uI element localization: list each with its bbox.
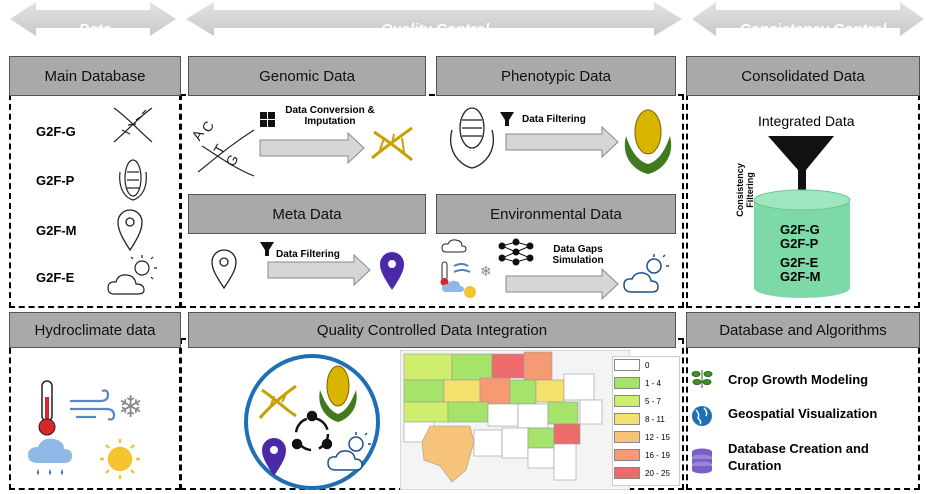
integration-circle xyxy=(244,354,380,490)
neural-network-icon xyxy=(498,238,534,266)
meta-step-label: Data Filtering xyxy=(276,249,340,260)
top-arrows xyxy=(10,2,924,36)
location-pin-purple-icon xyxy=(380,252,404,290)
genomic-header: Genomic Data xyxy=(188,56,426,96)
main-db-item-p: G2F-P xyxy=(36,173,75,188)
legend-label-4: 12 - 15 xyxy=(645,433,670,442)
hydroclimate-graphics: ❄ xyxy=(28,380,143,479)
legend-swatch-4 xyxy=(614,431,640,443)
database-icon xyxy=(692,448,712,474)
dna-letters: A C T G xyxy=(188,118,241,169)
integration-header: Quality Controlled Data Integration xyxy=(188,312,676,348)
data-arrow xyxy=(10,2,176,36)
consolidated-header: Consolidated Data xyxy=(686,56,920,96)
location-pin-purple-icon xyxy=(262,438,286,476)
snowflake-icon: ❄ xyxy=(118,391,143,424)
phenotypic-step-label: Data Filtering xyxy=(522,114,586,125)
algorithms-header: Database and Algorithms xyxy=(686,312,920,348)
us-map xyxy=(400,350,630,490)
legend-swatch-0 xyxy=(614,359,640,371)
process-arrow xyxy=(505,125,619,159)
database-cylinder xyxy=(753,189,851,298)
quality-control-frame xyxy=(180,94,684,308)
phenotypic-header: Phenotypic Data xyxy=(436,56,676,96)
consistency-arrow xyxy=(692,2,924,36)
genomic-step-label: Data Conversion & Imputation xyxy=(285,105,375,127)
process-arrow xyxy=(267,253,371,287)
legend-label-1: 1 - 4 xyxy=(645,379,662,388)
consolidated-item-e: G2F-E xyxy=(780,255,819,270)
legend-swatch-3 xyxy=(614,413,640,425)
main-database-header: Main Database xyxy=(9,56,181,96)
legend-label-3: 8 - 11 xyxy=(645,415,665,424)
thermometer-icon xyxy=(38,380,56,436)
weather-blue-icon xyxy=(623,254,669,293)
environmental-header: Environmental Data xyxy=(436,194,676,234)
process-arrow xyxy=(505,267,619,301)
main-db-item-e: G2F-E xyxy=(36,270,75,285)
weather-icon xyxy=(107,255,157,295)
sun-icon xyxy=(100,439,140,479)
phenotypic-graphics xyxy=(450,107,672,174)
quality-arrow xyxy=(186,2,682,36)
dna-gold-icon xyxy=(371,126,413,162)
corn-color-icon xyxy=(319,365,357,422)
svg-text:❄: ❄ xyxy=(480,263,492,279)
meta-header: Meta Data xyxy=(188,194,426,234)
dna-icon xyxy=(113,107,153,143)
algorithm-item-crop: Crop Growth Modeling xyxy=(728,372,869,387)
filter-icon xyxy=(260,242,274,256)
legend-label-5: 16 - 19 xyxy=(645,451,670,460)
rain-cloud-icon xyxy=(28,438,72,475)
corn-color-icon xyxy=(624,109,672,174)
consolidated-graphics xyxy=(753,136,851,298)
consolidated-item-g: G2F-G xyxy=(780,222,820,237)
main-db-icons xyxy=(107,107,157,295)
environmental-step-label: Data Gaps Simulation xyxy=(552,244,604,266)
dna-gold-icon xyxy=(258,384,297,419)
main-db-item-g: G2F-G xyxy=(36,124,76,139)
consistency-arrow-label: Consistency Control xyxy=(739,21,887,38)
weather-collage-icon: ❄ xyxy=(440,239,492,298)
legend-label-0: 0 xyxy=(645,361,650,370)
algorithm-item-db: Database Creation and Curation xyxy=(728,441,869,473)
globe-icon xyxy=(692,406,712,426)
legend-swatch-1 xyxy=(614,377,640,389)
legend-swatch-2 xyxy=(614,395,640,407)
meta-graphics xyxy=(211,242,404,290)
filter-icon xyxy=(500,112,514,126)
thermometer-icon xyxy=(441,261,448,281)
consolidated-item-m: G2F-M xyxy=(780,269,821,284)
location-pin-outline-icon xyxy=(211,249,237,290)
weather-blue-icon xyxy=(327,432,371,471)
quality-arrow-label: Quality Control xyxy=(380,21,490,38)
wind-icon xyxy=(70,389,116,421)
process-arrow xyxy=(259,131,365,165)
puzzle-icon xyxy=(260,112,275,127)
legend-label-2: 5 - 7 xyxy=(645,397,662,406)
network-icon xyxy=(291,410,333,452)
consolidated-item-p: G2F-P xyxy=(780,236,819,251)
algorithm-item-geo: Geospatial Visualization xyxy=(728,406,878,421)
algorithms-icons xyxy=(691,370,713,474)
plant-icon xyxy=(691,370,713,388)
main-db-item-m: G2F-M xyxy=(36,223,77,238)
environmental-graphics: ❄ xyxy=(440,238,669,301)
location-pin-icon xyxy=(117,209,143,252)
hydroclimate-header: Hydroclimate data xyxy=(9,312,181,348)
legend-swatch-5 xyxy=(614,449,640,461)
corn-icon xyxy=(119,159,147,201)
corn-outline-icon xyxy=(450,107,494,169)
integrated-data-label: Integrated Data xyxy=(758,113,855,129)
dna-icon xyxy=(197,129,255,177)
legend-swatch-6 xyxy=(614,467,640,479)
funnel-icon xyxy=(768,136,834,192)
legend-label-6: 20 - 25 xyxy=(645,469,670,478)
genomic-graphics: A C T G xyxy=(188,112,413,177)
data-arrow-label: Data xyxy=(78,21,112,38)
